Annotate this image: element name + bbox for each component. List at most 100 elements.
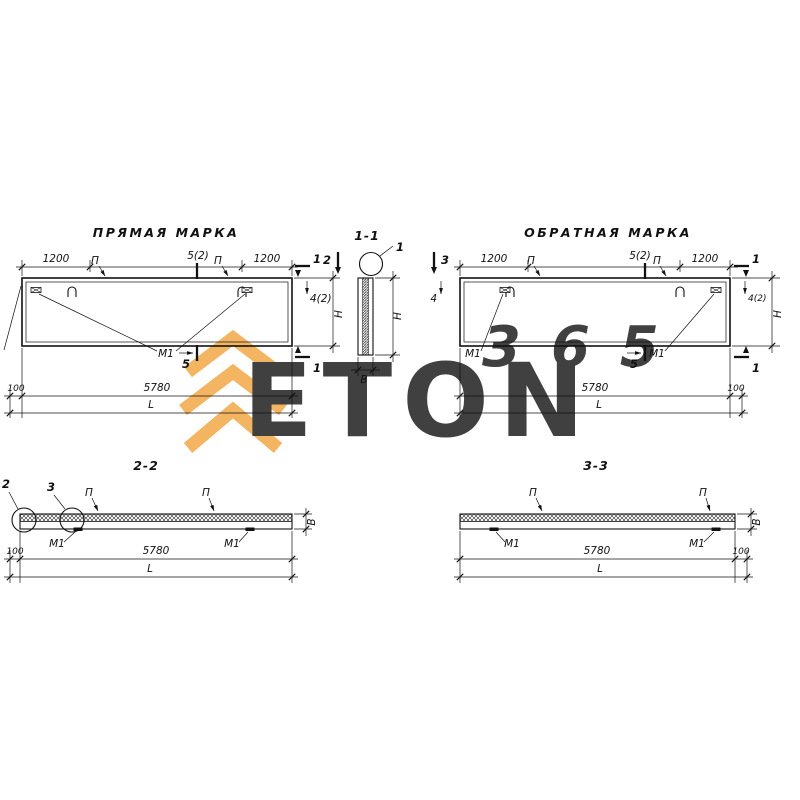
view-section-1-1: 1-1 1 Н В (351, 228, 404, 386)
mark-5: 5 (182, 357, 190, 371)
embed-plate (241, 287, 253, 293)
mark-p: П (529, 487, 537, 499)
watermark-number: 365 (482, 315, 689, 380)
m1-callouts: М1 М1 (465, 293, 715, 360)
dim-100: 100 (732, 547, 749, 557)
mark-m1: М1 (49, 538, 65, 550)
mark-1: 1 (396, 240, 404, 254)
mark-1: 1 (752, 252, 760, 266)
embed-plate (710, 287, 722, 293)
dim-4-2: 4(2) (748, 294, 766, 304)
dim-1200: 1200 (481, 253, 508, 265)
edge-item-mark-left: 4 (430, 281, 443, 305)
mark-5: 5 (630, 357, 638, 371)
logo-chevron (183, 401, 283, 453)
section-1-cut-marks: 1 1 (734, 252, 760, 375)
mark-m1: М1 (649, 348, 665, 360)
mark-5-2: 5(2) (629, 250, 651, 262)
view-reverse-mark: ОБРАТНАЯ МАРКА 1200 1200 П П (430, 225, 784, 418)
leader-line (3, 285, 22, 351)
surface-marks: П П (527, 255, 667, 277)
embed-plate (245, 527, 255, 531)
dim-5780: 5780 (582, 382, 609, 394)
top-dimension: 1200 1200 (16, 253, 298, 276)
surface-marks: П П (85, 487, 215, 512)
dim-100: 100 (727, 384, 744, 394)
m1-callouts: М1 М1 (495, 531, 715, 550)
dim-B: В (360, 374, 367, 386)
watermark-name: ETON (243, 342, 594, 461)
view-title: ОБРАТНАЯ МАРКА (524, 225, 692, 240)
panel-outline (21, 277, 293, 347)
panel-body (459, 277, 731, 347)
cut-arrow (335, 267, 341, 274)
mark-1: 1 (313, 252, 321, 266)
thickness-dimension: В (294, 508, 318, 536)
embed-plate (499, 287, 511, 293)
dim-5780: 5780 (584, 545, 611, 557)
dim-1200: 1200 (254, 253, 281, 265)
dim-100: 100 (6, 547, 23, 557)
surface-marks: П П (91, 255, 229, 277)
panel-outline (459, 277, 731, 347)
mark-2: 2 (323, 253, 331, 267)
mark-p: П (653, 255, 661, 267)
view-title: 3-3 (583, 458, 609, 473)
dim-H: Н (772, 310, 784, 318)
detail-circle (59, 507, 85, 533)
detail-callouts: 2 3 (2, 477, 85, 533)
embed-plate (711, 527, 721, 531)
dim-L: L (147, 563, 153, 575)
mark-m1: М1 (689, 538, 705, 550)
cut-arrow (295, 270, 301, 277)
mark-p: П (91, 255, 99, 267)
panel-inner-outline (25, 281, 289, 343)
mark-p: П (85, 487, 93, 499)
m1-callout: М1 (38, 293, 246, 360)
slab-hatch-layer (460, 514, 735, 522)
logo-chevron (184, 329, 282, 378)
dim-H: Н (333, 310, 345, 318)
thickness-dimension: В (737, 508, 763, 536)
view-section-2-2: 2-2 2 3 П П М1 М1 (2, 458, 318, 583)
section-5-cut: 5(2) 5 (627, 250, 651, 371)
dim-L: L (148, 399, 154, 411)
view-title: 2-2 (133, 458, 159, 473)
panel-inner-outline (463, 281, 727, 343)
mark-m1: М1 (224, 538, 240, 550)
view-title: 1-1 (354, 228, 380, 243)
mark-5-2: 5(2) (187, 250, 209, 262)
embed-plate (489, 527, 499, 531)
lifting-loop (675, 286, 685, 298)
section-3-cut-mark: 3 (431, 252, 449, 274)
width-dimension: В (351, 357, 380, 386)
cut-arrow (743, 270, 749, 277)
bottom-dimensions: 5780 100 L (454, 531, 753, 583)
detail-circle (358, 251, 384, 277)
bottom-dimensions: 5780 100 L (454, 348, 748, 418)
dim-H: Н (392, 312, 404, 320)
mark-2: 2 (2, 477, 10, 491)
dim-4: 4 (430, 293, 437, 305)
dim-1200: 1200 (692, 253, 719, 265)
mark-p: П (214, 255, 222, 267)
dim-100: 100 (7, 384, 24, 394)
mark-p: П (202, 487, 210, 499)
mark-m1: М1 (158, 348, 174, 360)
dim-B: В (306, 518, 318, 525)
mark-p: П (699, 487, 707, 499)
dim-L: L (596, 399, 602, 411)
view-section-3-3: 3-3 П П М1 М1 В (454, 458, 763, 583)
mark-1: 1 (752, 361, 760, 375)
section-5-cut: 5(2) 5 (179, 250, 209, 371)
bottom-dimensions: 100 5780 L (4, 531, 298, 583)
mark-1: 1 (313, 361, 321, 375)
logo-chevron (179, 363, 287, 416)
watermark: ETON 365 (179, 315, 689, 461)
mark-m1: М1 (504, 538, 520, 550)
slab-hatch-layer (20, 514, 292, 522)
slab-body (19, 513, 293, 531)
dim-4-2: 4(2) (310, 293, 332, 305)
dim-B: В (751, 518, 763, 525)
